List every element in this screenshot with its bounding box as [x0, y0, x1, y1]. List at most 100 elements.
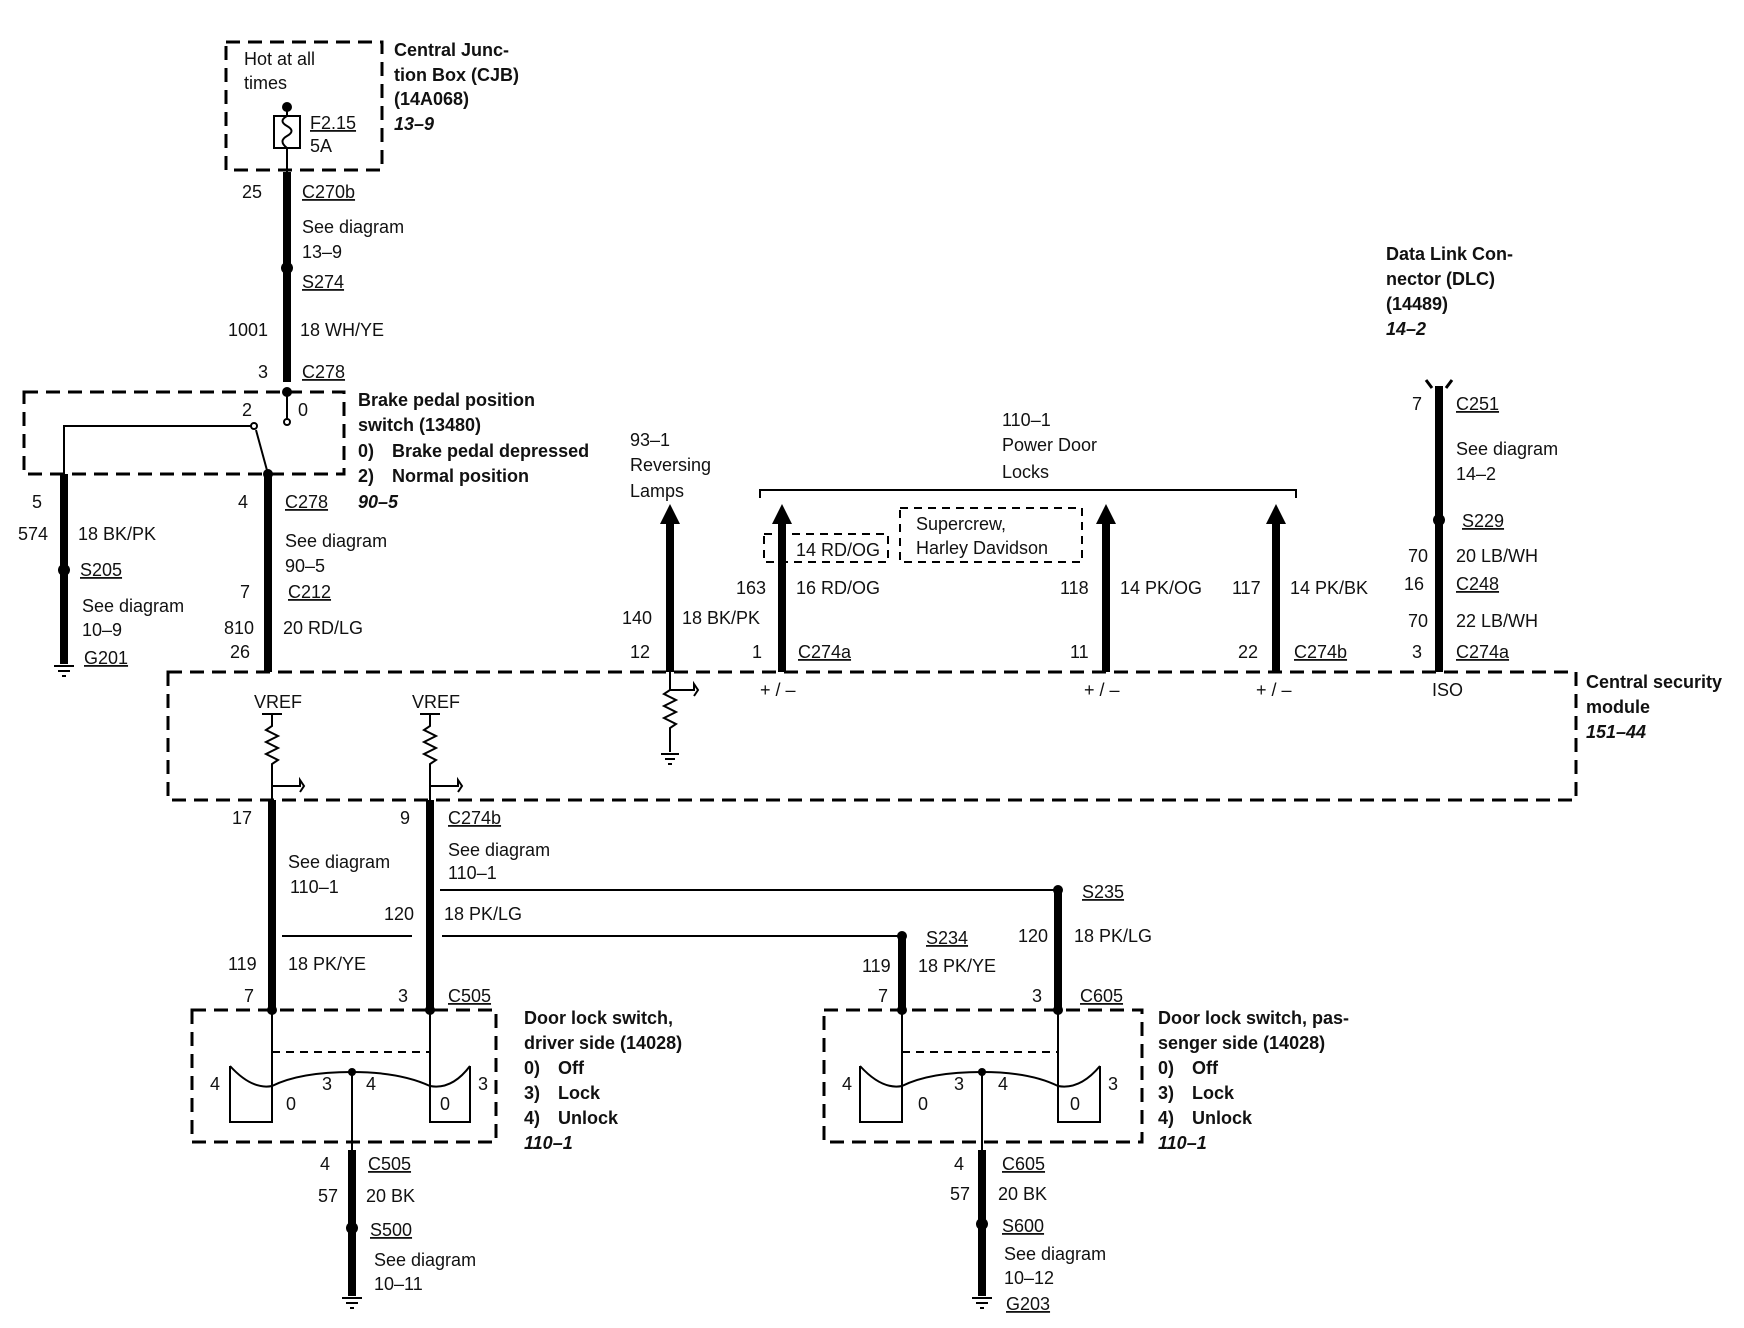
reverse-ref: 93–1: [630, 430, 670, 450]
left-wire-119: 18 PK/YE: [288, 954, 366, 974]
right-circuit-120: 120: [1018, 926, 1048, 946]
dlc-see-1: See diagram: [1456, 439, 1558, 459]
pdl-variant-2: Harley Davidson: [916, 538, 1048, 558]
pm-label-1: + / –: [760, 680, 796, 700]
dlc-wire-2: 22 LB/WH: [1456, 611, 1538, 631]
psw-n4-b: 4: [998, 1074, 1008, 1094]
left-pin: 5: [32, 492, 42, 512]
gndl-see-1: See diagram: [374, 1250, 476, 1270]
dlc-pin: 7: [1412, 394, 1422, 414]
dlc-title-3: (14489): [1386, 294, 1448, 314]
psw-n3-a: 3: [954, 1074, 964, 1094]
psw-lock-key: 3): [1158, 1083, 1174, 1103]
data-link-connector: Data Link Con- nector (DLC) (14489) 14–2…: [1386, 244, 1558, 672]
left-pin-3: 3: [398, 986, 408, 1006]
psw-unlock-text: Unlock: [1192, 1108, 1253, 1128]
cjb-ref: 13–9: [394, 114, 434, 134]
pm-label-2: + / –: [1084, 680, 1120, 700]
bppout-wire-color: 20 RD/LG: [283, 618, 363, 638]
psw-n0-b: 0: [1070, 1094, 1080, 1114]
bpp-state-0-key: 0): [358, 441, 374, 461]
brake-pedal-switch: 2 0 Brake pedal position switch (13480) …: [22, 387, 589, 512]
left-circuit-120: 120: [384, 904, 414, 924]
bpp-output-wire: 4 C278 See diagram 90–5 7 C212 810 20 RD…: [224, 469, 387, 672]
gndr-see-2: 10–12: [1004, 1268, 1054, 1288]
passenger-ground-wire: 4 C605 57 20 BK S600 See diagram 10–12 G…: [950, 1150, 1106, 1314]
pdl-name-1: Power Door: [1002, 435, 1097, 455]
dsw-unlock-key: 4): [524, 1108, 540, 1128]
dlc-see-2: 14–2: [1456, 464, 1496, 484]
connector-c505: C505: [448, 986, 491, 1006]
splice-s234: S234: [926, 928, 968, 948]
csm-title-2: module: [1586, 697, 1650, 717]
dsw-n0-b: 0: [440, 1094, 450, 1114]
passenger-door-lock-switch: 4 0 3 4 0 3 Door lock switch, pas- senge…: [822, 1005, 1349, 1153]
dlc-connector-2: C248: [1456, 574, 1499, 594]
bppout-pin-3: 26: [230, 642, 250, 662]
psw-n4-a: 4: [842, 1074, 852, 1094]
pdl-w1-wire-color: 16 RD/OG: [796, 578, 880, 598]
gndl-splice: S500: [370, 1220, 412, 1240]
gndr-see-1: See diagram: [1004, 1244, 1106, 1264]
dlc-pin-3: 3: [1412, 642, 1422, 662]
psw-n0-a: 0: [918, 1094, 928, 1114]
pdl-w1-connector: C274a: [798, 642, 852, 662]
fuse-id: F2.15: [310, 113, 356, 133]
central-security-module: Central security module 151–44 VREF VREF…: [166, 670, 1722, 802]
lower-see-right-2: 110–1: [448, 863, 497, 883]
ground-icon: [342, 1297, 362, 1309]
pdl-w1-circuit: 163: [736, 578, 766, 598]
dsw-off-text: Off: [558, 1058, 585, 1078]
dlc-connector: C251: [1456, 394, 1499, 414]
pin-17: 17: [232, 808, 252, 828]
resistor-icon: [661, 672, 679, 752]
psw-title-1: Door lock switch, pas-: [1158, 1008, 1349, 1028]
bppout-see-2: 90–5: [285, 556, 325, 576]
dlc-connector-3: C274a: [1456, 642, 1510, 662]
feed-connector: C270b: [302, 182, 355, 202]
gndr-connector: C605: [1002, 1154, 1045, 1174]
feed-pin: 25: [242, 182, 262, 202]
arrow-up-icon: [660, 504, 680, 524]
feed-splice: S274: [302, 272, 344, 292]
left-see-1: See diagram: [82, 596, 184, 616]
dsw-n4-a: 4: [210, 1074, 220, 1094]
right-pin-7: 7: [878, 986, 888, 1006]
right-wire-120: 18 PK/LG: [1074, 926, 1152, 946]
power-door-locks: 110–1 Power Door Locks 14 RD/OG Supercre…: [736, 410, 1368, 672]
psw-title-2: senger side (14028): [1158, 1033, 1325, 1053]
right-pin-3: 3: [1032, 986, 1042, 1006]
psw-off-key: 0): [1158, 1058, 1174, 1078]
lower-see-right-1: See diagram: [448, 840, 550, 860]
left-pin-7: 7: [244, 986, 254, 1006]
left-circuit: 574: [18, 524, 48, 544]
fuse-icon: [273, 115, 301, 149]
feed-pin-2: 3: [258, 362, 268, 382]
dlc-splice: S229: [1462, 511, 1504, 531]
dsw-n3-b: 3: [478, 1074, 488, 1094]
dlc-pin-2: 16: [1404, 574, 1424, 594]
lower-wiring: 17 9 C274b See diagram 110–1 See diagram…: [228, 800, 1152, 1010]
feed-wire-color: 18 WH/YE: [300, 320, 384, 340]
driver-ground-wire: 4 C505 57 20 BK S500 See diagram 10–11: [318, 1150, 476, 1309]
bpp-state-0-text: Brake pedal depressed: [392, 441, 589, 461]
dsw-unlock-text: Unlock: [558, 1108, 619, 1128]
dlc-title-2: nector (DLC): [1386, 269, 1495, 289]
left-ground-wire: 5 574 18 BK/PK S205 See diagram 10–9 G20…: [18, 474, 184, 677]
dsw-title-2: driver side (14028): [524, 1033, 682, 1053]
pdl-ref: 110–1: [1002, 410, 1051, 430]
bpp-title-2: switch (13480): [358, 415, 481, 435]
resistor-icon: [421, 714, 439, 800]
gndr-circuit: 57: [950, 1184, 970, 1204]
csm-ref: 151–44: [1586, 722, 1646, 742]
pdl-w3-wire-color: 14 PK/BK: [1290, 578, 1368, 598]
splice-s235: S235: [1082, 882, 1124, 902]
left-see-2: 10–9: [82, 620, 122, 640]
pdl-name-2: Locks: [1002, 462, 1049, 482]
ground-icon: [972, 1297, 992, 1309]
arrow-up-icon: [1266, 504, 1286, 524]
resistor-icon: [263, 714, 281, 800]
dsw-n4-b: 4: [366, 1074, 376, 1094]
vref-right-label: VREF: [412, 692, 460, 712]
feed-wire: 25 C270b See diagram 13–9 S274 1001 18 W…: [228, 172, 404, 382]
